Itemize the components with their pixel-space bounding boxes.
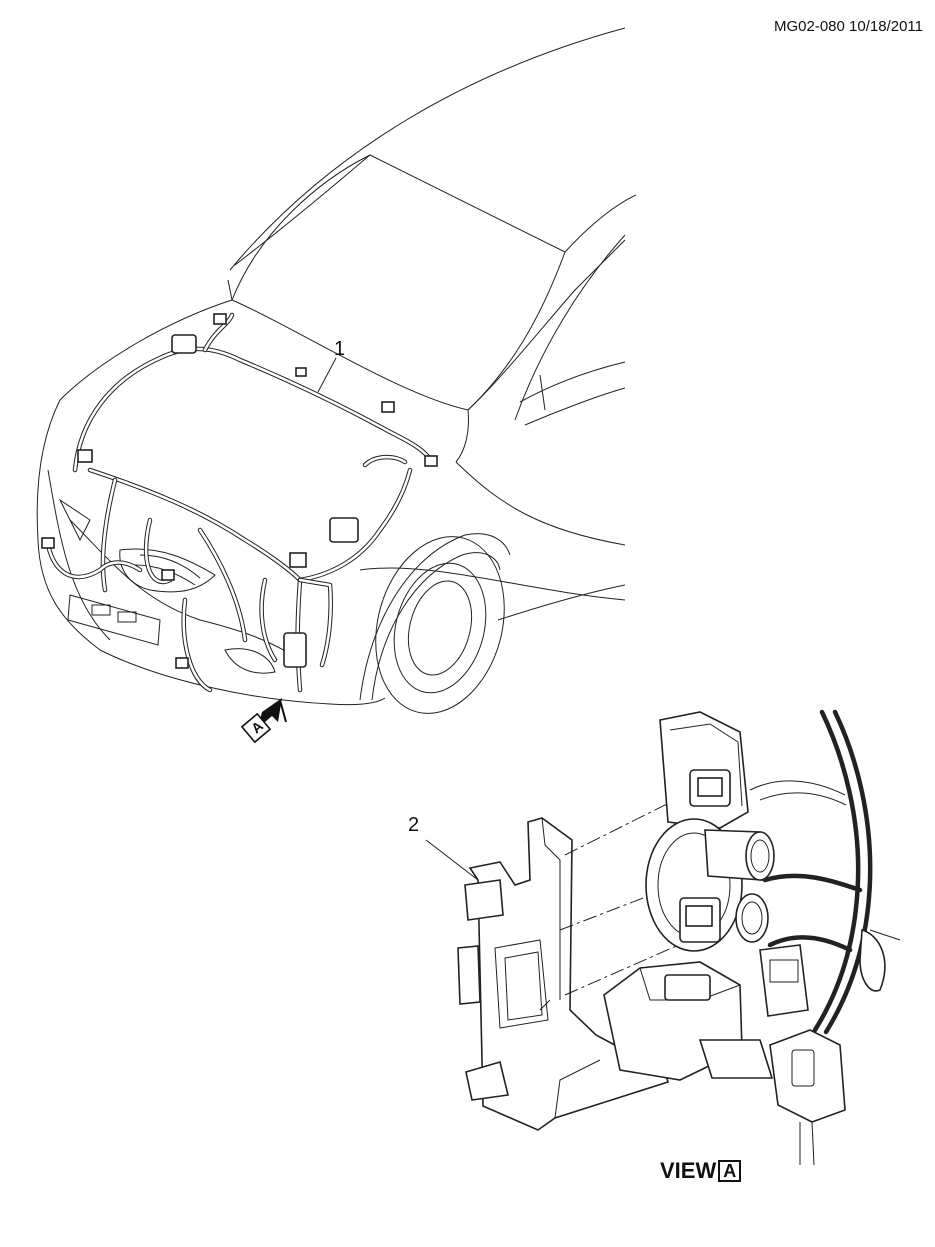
view-caption-letter: A bbox=[718, 1160, 742, 1182]
callout-label-1: 1 bbox=[334, 338, 346, 360]
drawing-id: MG02-080 10/18/2011 bbox=[774, 18, 923, 35]
view-caption-text: VIEW bbox=[660, 1158, 717, 1183]
alignment-lines bbox=[559, 789, 696, 996]
wiring-harness bbox=[41, 312, 438, 693]
connector-assembly bbox=[603, 709, 901, 1166]
callout-label-2: 2 bbox=[408, 814, 420, 836]
leader-line-1 bbox=[317, 357, 337, 393]
leader-line-2 bbox=[425, 839, 479, 881]
view-caption: VIEW A bbox=[660, 1158, 742, 1184]
car-body-outline bbox=[36, 27, 637, 714]
view-arrow bbox=[240, 698, 287, 744]
